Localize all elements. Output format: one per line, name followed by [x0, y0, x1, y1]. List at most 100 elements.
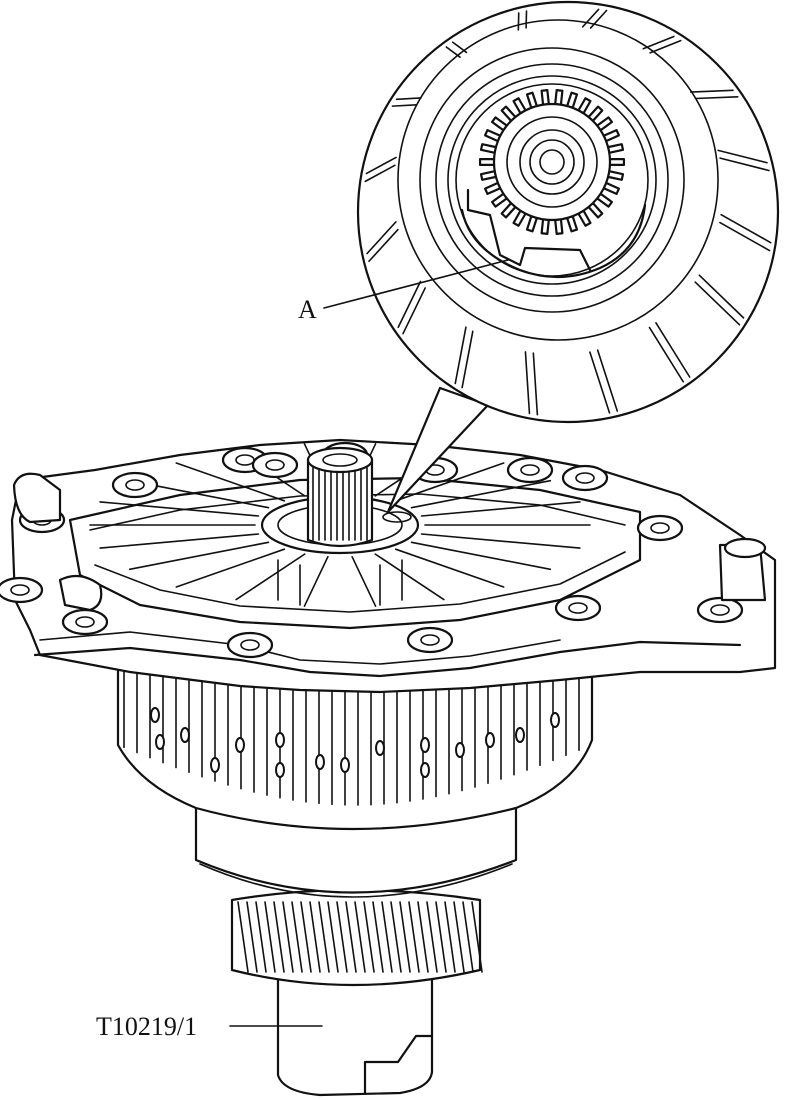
drum-hole: [155, 734, 165, 750]
drum-hole: [550, 712, 560, 728]
housing-web: [410, 541, 552, 571]
drum-hole: [455, 742, 465, 758]
gear-tooth: [426, 901, 438, 973]
gear-tooth: [327, 901, 339, 973]
housing-web: [175, 548, 286, 588]
drum-hole: [180, 727, 190, 743]
gear-tooth: [336, 901, 348, 973]
gear-tooth: [300, 901, 312, 973]
bolt-boss: [636, 514, 684, 542]
gear-tooth: [444, 901, 456, 973]
housing-web: [420, 533, 581, 549]
gear-tooth: [237, 901, 249, 973]
drum-hole: [275, 732, 285, 748]
detail-spoke-edge: [649, 39, 682, 54]
detail-spoke-edge: [589, 9, 608, 29]
drum-hole: [340, 757, 350, 773]
gear-tooth: [435, 901, 447, 973]
hub-tooth: [554, 218, 564, 235]
gear-tooth: [291, 901, 303, 973]
tool-label: T10219/1: [96, 1012, 197, 1041]
bolt-boss: [561, 464, 609, 492]
detail-spoke-edge: [719, 221, 771, 252]
housing-web: [410, 479, 552, 509]
detail-spoke-edge: [454, 326, 467, 385]
hub-tooth: [608, 158, 626, 166]
bolt-boss: [226, 631, 274, 659]
housing-web: [394, 462, 505, 502]
bolt-boss: [61, 608, 109, 636]
gear-tooth: [354, 901, 366, 973]
drum-hole: [420, 737, 430, 753]
output-drum: [194, 806, 518, 898]
detail-spoke-edge: [366, 221, 397, 255]
bolt-boss: [406, 626, 454, 654]
drum-hole: [375, 740, 385, 756]
housing-web: [394, 548, 505, 588]
clutch-drum: [116, 658, 594, 831]
drum-hole: [420, 762, 430, 778]
detail-spoke-edge: [365, 156, 397, 175]
detail-spoke-edge: [694, 281, 741, 326]
callout-a-leader: [323, 259, 509, 309]
detail-spoke: [532, 352, 539, 416]
detail-spoke-edge: [395, 97, 422, 101]
drum-hole: [315, 754, 325, 770]
gear-tooth: [381, 901, 393, 973]
detail-spoke: [391, 103, 418, 107]
bolt-boss: [111, 471, 159, 499]
drum-hole: [515, 727, 525, 743]
detail-spoke: [717, 149, 768, 164]
detail-magnifier: [356, 0, 780, 523]
housing-web: [374, 553, 445, 601]
bolt-boss: [251, 451, 299, 479]
gear-tooth: [246, 901, 258, 973]
bolt-boss: [506, 456, 554, 484]
callout-a: A: [298, 259, 509, 324]
callout-a-label: A: [298, 295, 317, 324]
gear-tooth: [318, 901, 330, 973]
detail-spoke: [461, 330, 474, 389]
drum-hole: [485, 732, 495, 748]
bolt-boss: [696, 596, 744, 624]
gear-tooth: [345, 901, 357, 973]
bolt-boss: [0, 576, 44, 604]
detail-spoke: [642, 35, 675, 50]
hub-tooth: [540, 89, 550, 106]
detail-spoke: [402, 287, 427, 335]
housing-web: [99, 501, 260, 517]
detail-spoke: [581, 8, 600, 28]
housing-cover: [0, 438, 777, 694]
detail-spoke: [689, 89, 734, 93]
tool-callout: T10219/1: [96, 1012, 323, 1041]
gear-tooth: [471, 901, 483, 973]
housing-web: [420, 501, 581, 517]
housing-web: [175, 462, 286, 502]
detail-spoke-edge: [694, 95, 739, 100]
drum-hole: [275, 762, 285, 778]
housing-web: [235, 553, 306, 601]
input-shaft: [306, 446, 374, 548]
detail-spoke-edge: [397, 280, 422, 329]
housing-web: [351, 555, 377, 607]
gear-tooth: [408, 901, 420, 973]
detail-spoke-edge: [648, 326, 685, 383]
drum-hole: [150, 707, 160, 723]
detail-spoke: [720, 213, 772, 244]
detail-spoke-edge: [589, 351, 611, 414]
detail-spoke: [596, 349, 619, 412]
tool-adapter: [276, 973, 434, 1097]
hub-tooth: [540, 218, 550, 235]
hub-tooth: [478, 158, 496, 166]
housing-web: [128, 541, 270, 571]
drum-hole: [210, 757, 220, 773]
gear-tooth: [255, 901, 267, 973]
detail-spoke: [368, 228, 399, 263]
gear-tooth: [363, 901, 375, 973]
gear-tooth: [453, 901, 465, 973]
drum-hole: [235, 737, 245, 753]
gear-tooth: [282, 901, 294, 973]
gear-tooth: [390, 901, 402, 973]
gear-tooth: [273, 901, 285, 973]
